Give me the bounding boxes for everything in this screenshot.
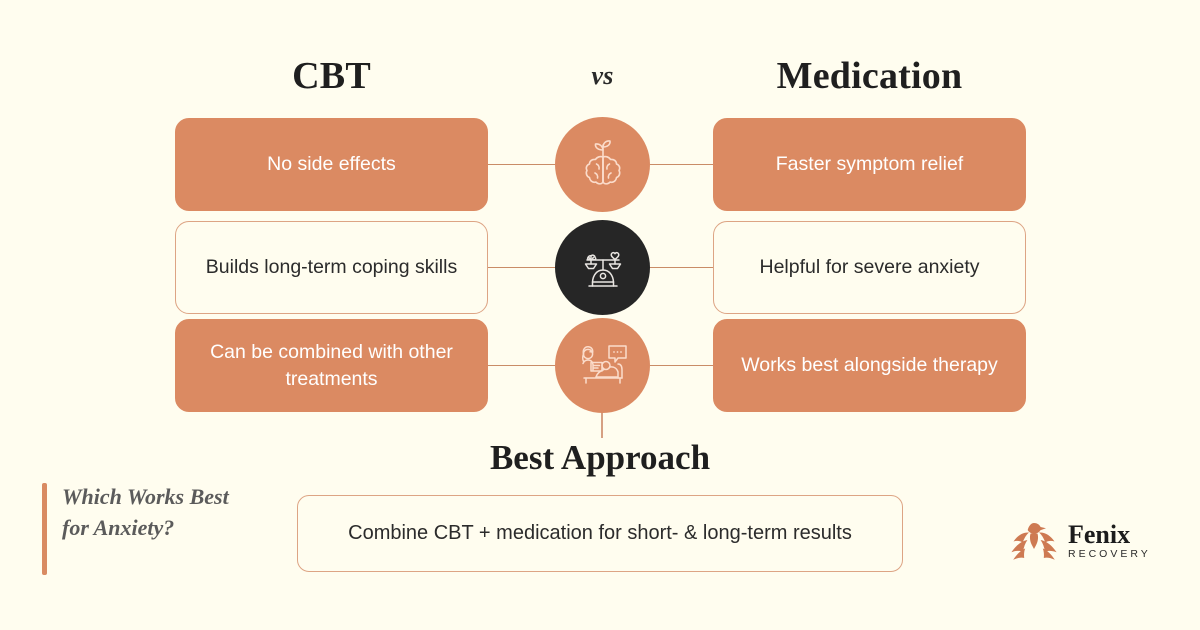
medication-benefit-card-1: Faster symptom relief	[713, 118, 1026, 211]
logo-name: Fenix	[1068, 519, 1131, 549]
best-approach-statement-box: Combine CBT + medication for short- & lo…	[297, 495, 903, 572]
medication-benefit-card-2: Helpful for severe anxiety	[713, 221, 1026, 314]
heading-medication: Medication	[776, 55, 963, 97]
brain-heart-balance-scale-icon	[555, 220, 650, 315]
kicker-block: Which Works Best for Anxiety?	[42, 481, 257, 579]
comparison-row: Can be combined with other treatments	[0, 318, 1200, 413]
kicker-question: Which Works Best for Anxiety?	[62, 484, 229, 540]
cbt-benefit-card-2: Builds long-term coping skills	[175, 221, 488, 314]
comparison-grid: No side effects Faster s	[0, 117, 1200, 421]
connector-line-left	[488, 267, 555, 269]
connector-line-right	[650, 365, 713, 367]
column-headings: CBT vs Medication	[0, 52, 1200, 108]
connector-line-left	[488, 365, 555, 367]
medication-benefit-card-3: Works best alongside therapy	[713, 319, 1026, 412]
brain-sprout-icon	[555, 117, 650, 212]
connector-line-left	[488, 164, 555, 166]
connector-line-right	[650, 267, 713, 269]
kicker-accent-bar	[42, 483, 47, 575]
best-approach-title: Best Approach	[489, 438, 711, 477]
logo-subtitle: RECOVERY	[1068, 547, 1151, 560]
logo-wordmark: Fenix RECOVERY	[1068, 519, 1151, 561]
phoenix-bird-icon	[1008, 520, 1060, 562]
comparison-row: No side effects Faster s	[0, 117, 1200, 212]
comparison-row: Builds long-term coping skills	[0, 220, 1200, 315]
heading-cbt: CBT	[292, 55, 371, 97]
brand-logo: Fenix RECOVERY	[1008, 516, 1158, 566]
therapy-session-icon	[555, 318, 650, 413]
heading-vs: vs	[591, 61, 614, 90]
connector-line-right	[650, 164, 713, 166]
cbt-benefit-card-3: Can be combined with other treatments	[175, 319, 488, 412]
cbt-benefit-card-1: No side effects	[175, 118, 488, 211]
icon-stem-connector	[601, 409, 603, 438]
